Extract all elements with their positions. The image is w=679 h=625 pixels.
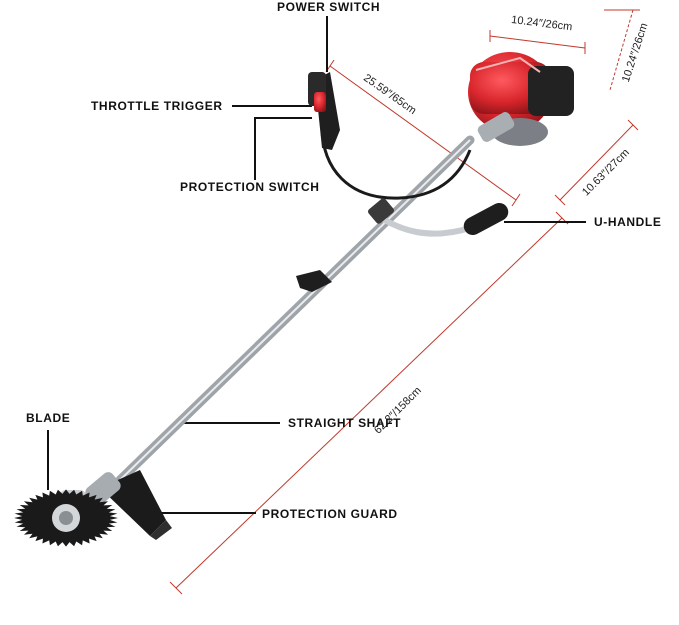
handle-height-line (559, 124, 634, 201)
u-handle (368, 198, 509, 237)
label-blade: BLADE (26, 411, 71, 425)
blade (14, 489, 118, 547)
label-u-handle: U-HANDLE (594, 215, 662, 229)
protection-switch-leader (254, 117, 312, 180)
throttle-trigger (314, 92, 326, 112)
label-throttle-trigger: THROTTLE TRIGGER (91, 99, 223, 113)
engine (468, 52, 574, 146)
label-power-switch: POWER SWITCH (277, 0, 381, 14)
total-length-line (175, 217, 563, 589)
label-protection-switch: PROTECTION SWITCH (180, 180, 320, 194)
engine-height-line (609, 9, 634, 91)
label-straight-shaft: STRAIGHT SHAFT (288, 416, 402, 430)
throttle-cable (320, 119, 472, 200)
upper-section-line (329, 65, 517, 201)
callout-lines (47, 16, 586, 514)
rear-handle (308, 72, 340, 150)
dimension-lines (169, 9, 640, 595)
engine-width-line (489, 35, 586, 49)
label-protection-guard: PROTECTION GUARD (262, 507, 398, 521)
strap-clip (296, 270, 332, 292)
